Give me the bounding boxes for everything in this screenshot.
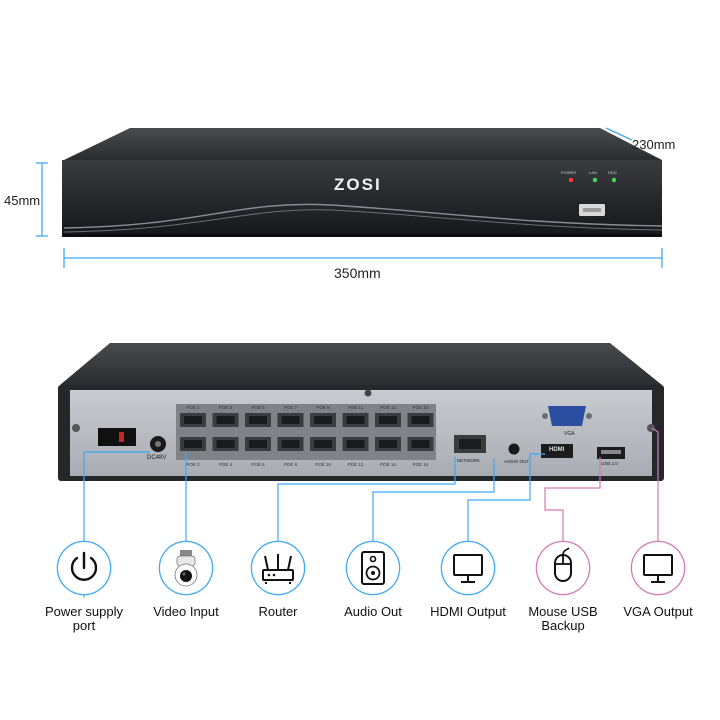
- poe-port-label: POE 13: [380, 405, 396, 410]
- feature-video-input: [160, 542, 212, 594]
- lan-led: [592, 177, 598, 183]
- feature-vga-output: [632, 542, 684, 594]
- poe-port-label: POE 1: [186, 405, 200, 410]
- usb-label: USB 2.0: [601, 461, 618, 466]
- poe-port-label: POE 11: [348, 405, 364, 410]
- poe-port-label: POE 14: [380, 462, 396, 467]
- dc-label: DC48V: [147, 455, 167, 461]
- feature-power: [58, 542, 110, 594]
- power-icon: [70, 551, 98, 581]
- feature-hdmi-output: [442, 542, 494, 594]
- led-label-hdd: HDD: [608, 170, 617, 175]
- poe-port-label: POE 7: [284, 405, 298, 410]
- label-router: Router: [258, 604, 298, 619]
- poe-port-label: POE 4: [219, 462, 233, 467]
- network-label: NETWORK: [457, 458, 480, 463]
- power-switch: [98, 428, 136, 446]
- audio-label: AUDIO OUT: [504, 459, 530, 464]
- vga-port: [548, 406, 586, 426]
- width-dimension: 350mm: [334, 265, 381, 281]
- label-hdmi-output: HDMI Output: [430, 604, 506, 619]
- label-power-supply: Power supply port: [44, 604, 124, 633]
- poe-port-label: POE 2: [186, 462, 200, 467]
- poe-port-label: POE 16: [413, 462, 429, 467]
- label-vga-output: VGA Output: [623, 604, 693, 619]
- poe-port-label: POE 12: [348, 462, 364, 467]
- audio-port: [508, 443, 520, 455]
- rear-view: POE 1 POE 3 POE 5 POE 7 POE 9 POE 11 POE 13 POE…: [58, 343, 664, 481]
- power-led: [568, 177, 574, 183]
- mouse-icon: [554, 547, 572, 582]
- hdmi-label: HDMI: [549, 447, 565, 453]
- led-label-lan: LAN: [589, 170, 597, 175]
- camera-icon: [174, 550, 198, 587]
- label-audio-out: Audio Out: [344, 604, 402, 619]
- feature-audio-out: [347, 542, 399, 594]
- monitor-icon: [643, 554, 673, 583]
- hdmi-port: [541, 444, 573, 458]
- router-icon: [262, 554, 294, 584]
- depth-dimension: 230mm: [632, 137, 676, 152]
- monitor-icon: [453, 554, 483, 583]
- brand-logo: ZOSI: [334, 175, 382, 194]
- speaker-icon: [361, 551, 385, 585]
- poe-port-label: POE 6: [251, 462, 265, 467]
- dimension-guides: [36, 127, 663, 268]
- vga-label: VGA: [564, 431, 575, 437]
- led-label-power: POWER: [561, 170, 577, 175]
- poe-block: [176, 404, 436, 460]
- front-view: [62, 128, 663, 237]
- poe-port-label: POE 5: [251, 405, 265, 410]
- poe-port-label: POE 3: [219, 405, 233, 410]
- hdd-led: [611, 177, 617, 183]
- poe-port-label: POE 10: [315, 462, 331, 467]
- label-video-input: Video Input: [153, 604, 219, 619]
- label-mouse-usb: Mouse USB Backup: [528, 604, 598, 633]
- feature-mouse-usb: [537, 542, 589, 594]
- height-dimension: 45mm: [4, 193, 41, 208]
- feature-router: [252, 542, 304, 594]
- poe-port-label: POE 15: [413, 405, 429, 410]
- poe-port-label: POE 8: [284, 462, 298, 467]
- poe-port-label: POE 9: [316, 405, 330, 410]
